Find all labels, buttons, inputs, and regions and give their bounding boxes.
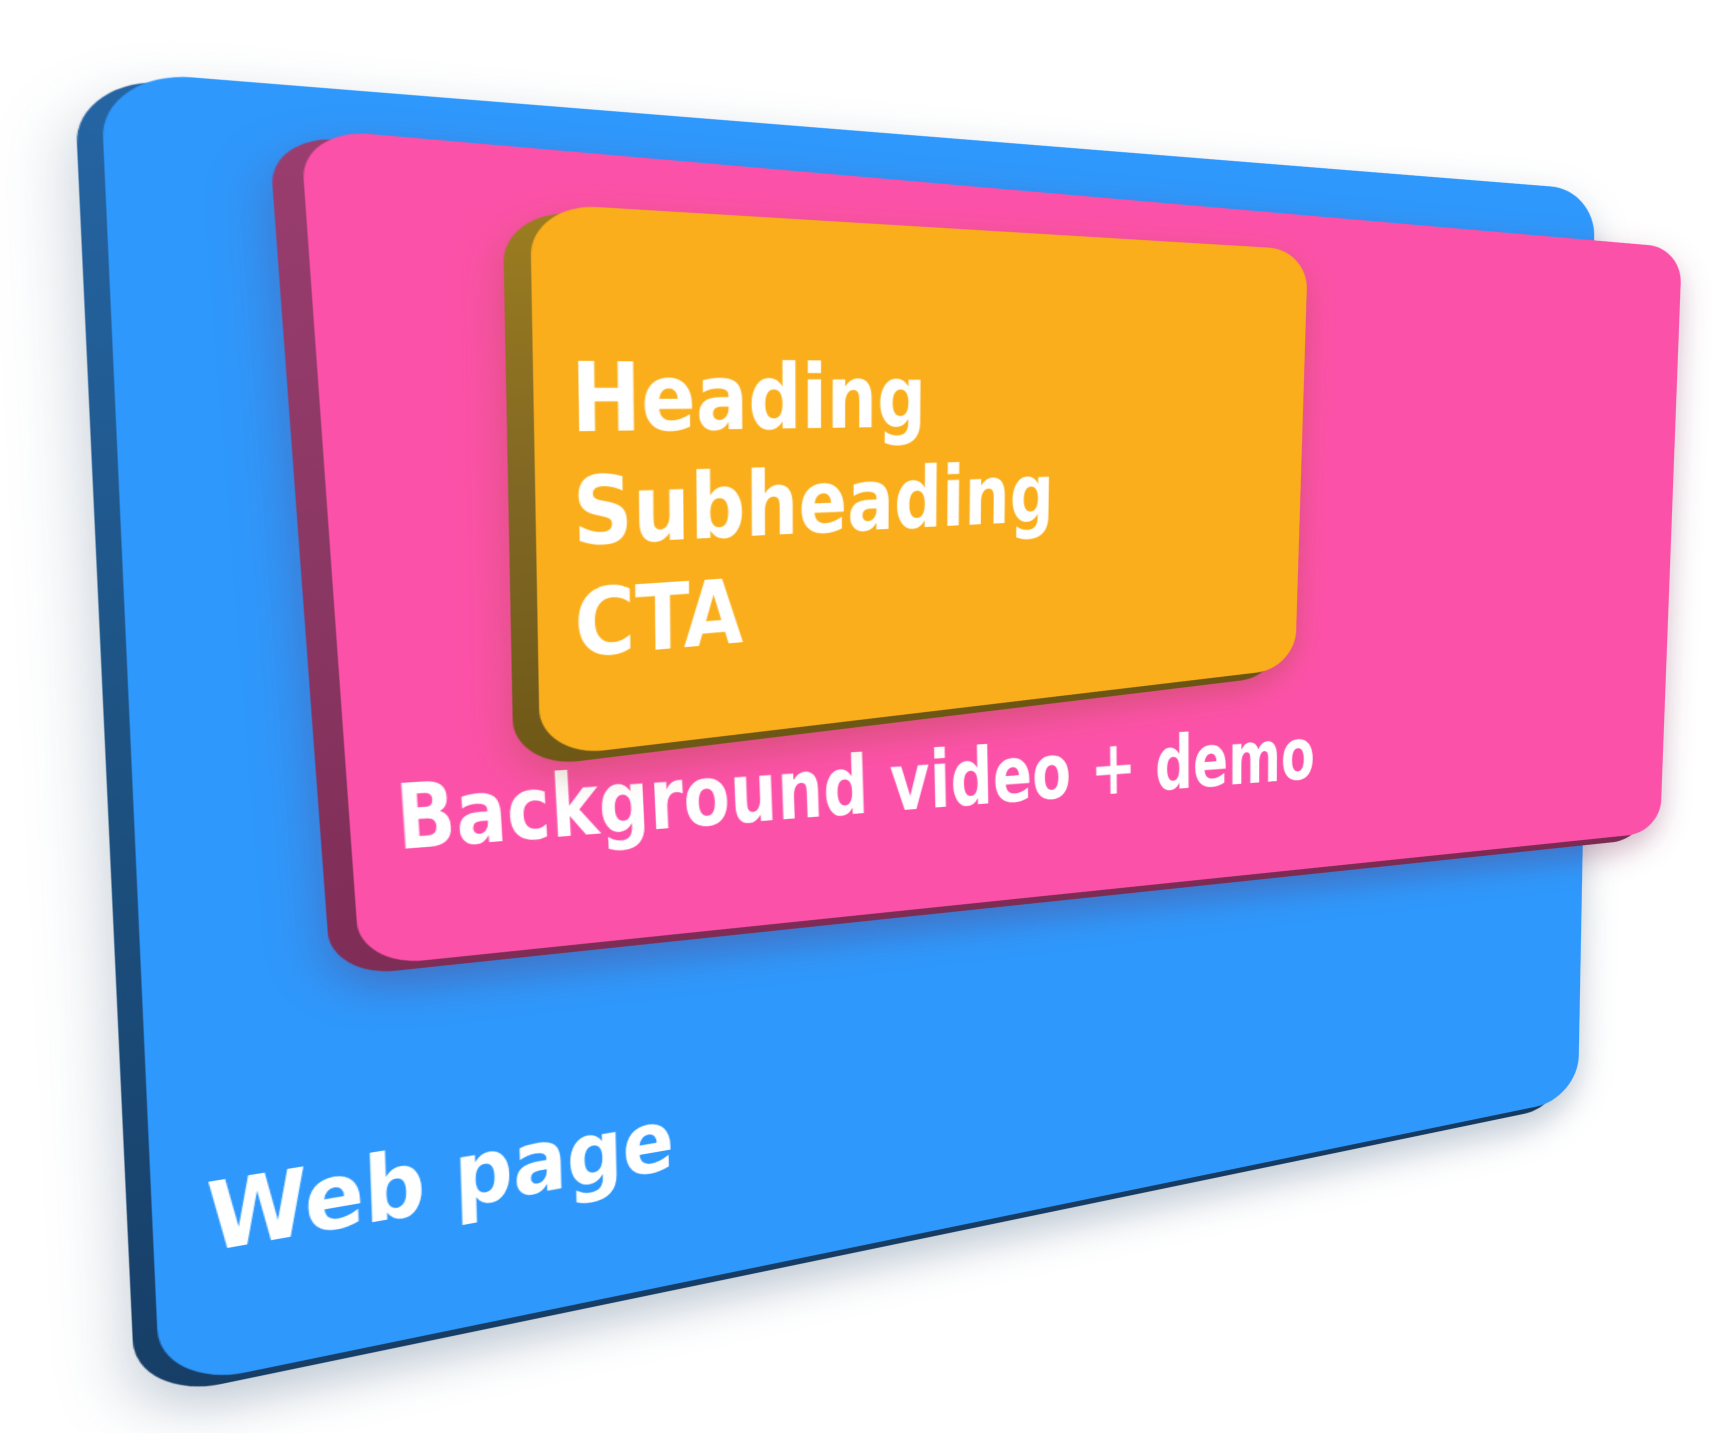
hero-content-layer: Heading Subheading CTA [502,203,1308,770]
web-page-label: Web page [204,1089,675,1274]
hero-content-lines: Heading Subheading CTA [570,340,1056,680]
hero-heading-label: Heading [569,341,927,455]
hero-content-layer-face: Heading Subheading CTA [530,203,1308,759]
